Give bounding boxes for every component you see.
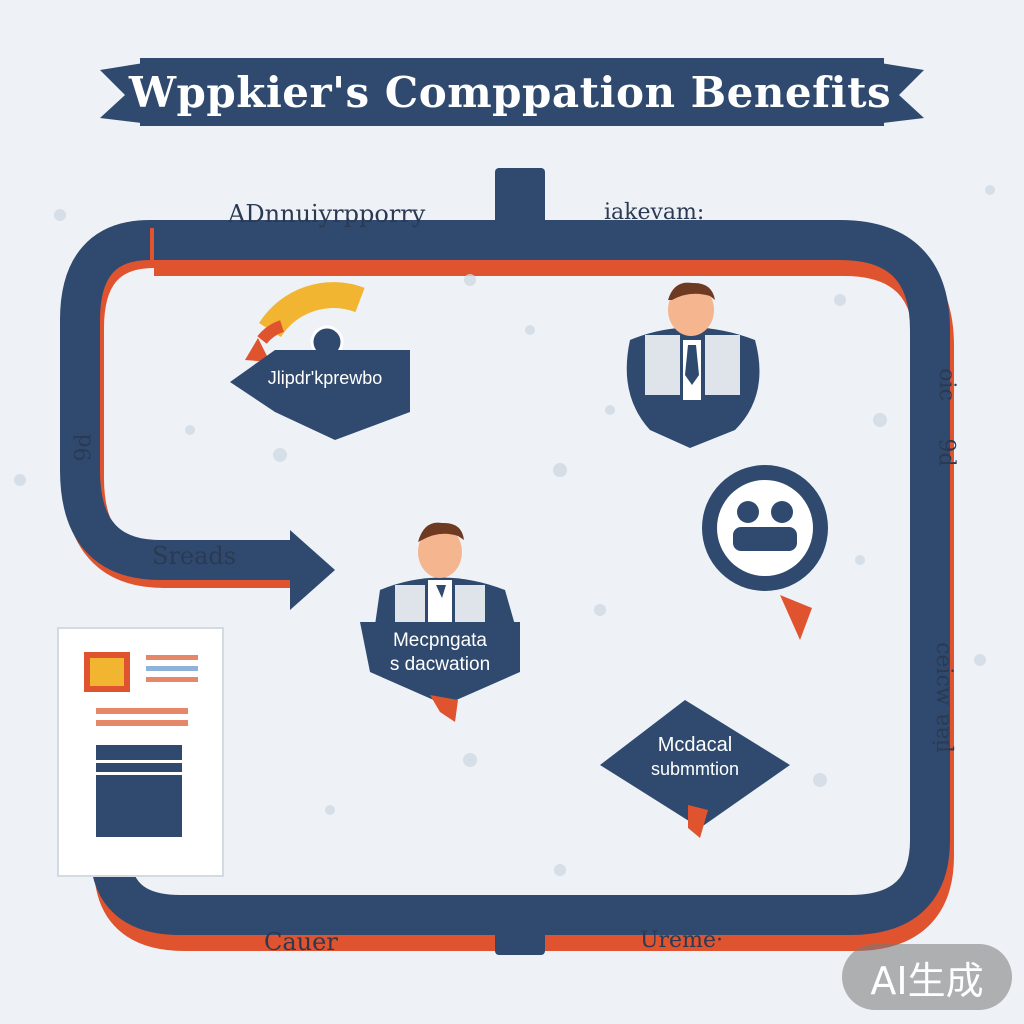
confetti-decoration: [14, 185, 995, 876]
person-node-ribbon: [430, 695, 458, 722]
label-right-mid: 9d: [933, 438, 959, 467]
label-top-right: iakevam:: [604, 200, 705, 225]
medical-node-ribbon: [688, 805, 708, 838]
label-top-left: ADnnuiyrpporry: [228, 200, 426, 228]
label-left-lower: Sreads: [152, 542, 237, 570]
businessman-icon: [626, 282, 760, 448]
label-bottom-right: Ureme·: [640, 928, 723, 953]
gauge-node-label: Jlipdr'kprewbo: [267, 368, 383, 388]
label-right-lower: ceicw ɐɐᴉl: [930, 642, 956, 753]
businessman-icon: [375, 522, 515, 625]
label-bottom-left: Cauer: [264, 928, 338, 956]
title-banner: [100, 58, 924, 126]
person-node-label-line2: s dacwation: [389, 654, 491, 675]
medical-node-label-line2: submmtion: [650, 759, 740, 779]
process-loop-track: [60, 220, 954, 951]
bottom-connector: [495, 895, 545, 955]
group-icon: [702, 465, 828, 640]
gauge-node-badge: [230, 350, 410, 440]
left-arrow-head: [290, 530, 335, 610]
medical-node-badge: [600, 700, 790, 828]
label-right-top: oic: [933, 368, 959, 401]
top-connector: [495, 168, 545, 258]
gauge-icon: [245, 282, 365, 362]
ai-watermark-badge: AI生成: [842, 944, 1012, 1010]
document-icon: [57, 627, 224, 877]
person-node-badge: [360, 622, 520, 705]
label-left-side: 9d: [71, 433, 97, 462]
person-node-label-line1: Mecpngata: [392, 630, 487, 651]
diagram-title: Wppkier's Comppation Benefits: [128, 67, 892, 117]
medical-node-label-line1: Mcdacal: [657, 734, 733, 756]
